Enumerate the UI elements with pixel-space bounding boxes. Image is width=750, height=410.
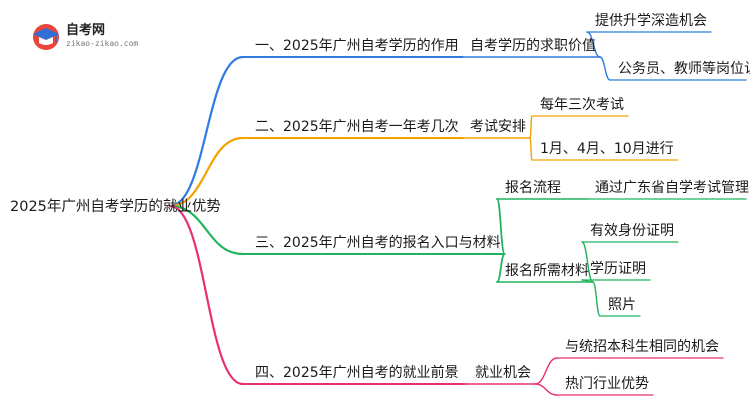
edge-root-to-branch-3 bbox=[168, 204, 245, 256]
edge-sub-2-1-to-leaf-1 bbox=[529, 115, 533, 139]
leaf-4-1-2: 热门行业优势 bbox=[565, 376, 649, 392]
leaf-3-2-1: 有效身份证明 bbox=[590, 223, 674, 239]
edge-branch-3-to-sub-2 bbox=[496, 253, 506, 283]
leaf-4-1-1: 与统招本科生相同的机会 bbox=[565, 339, 719, 355]
branch-1-topic: 一、2025年广州自考学历的作用 bbox=[255, 38, 459, 54]
branch-1-subtopic-1: 自考学历的求职价值 bbox=[470, 38, 596, 54]
branch-4-topic: 四、2025年广州自考的就业前景 bbox=[255, 364, 459, 381]
branch-3-subtopic-2: 报名所需材料 bbox=[505, 263, 589, 279]
edge-sub-4-1-to-leaf-1 bbox=[534, 357, 558, 385]
edge-root-to-branch-2 bbox=[168, 136, 245, 208]
edge-sub-3-2-to-leaf-3 bbox=[592, 281, 601, 317]
branch-2-subtopic-1: 考试安排 bbox=[470, 119, 526, 135]
branch-4-subtopic-1: 就业机会 bbox=[475, 365, 531, 381]
leaf-3-1-1: 通过广东省自学考试管理系统 bbox=[595, 180, 750, 196]
branch-2-topic: 二、2025年广州自考一年考几次 bbox=[255, 119, 459, 135]
site-logo: 自考网 zikao-zikao.com bbox=[33, 22, 138, 50]
edge-sub-1-1-to-leaf-1 bbox=[586, 31, 601, 58]
edge-root-to-branch-1 bbox=[168, 55, 245, 208]
root-topic: 2025年广州自考学历的就业优势 bbox=[10, 198, 221, 215]
leaf-3-2-2: 学历证明 bbox=[590, 261, 646, 277]
edge-sub-4-1-to-leaf-2 bbox=[534, 383, 558, 396]
edge-root-to-branch-4 bbox=[168, 204, 245, 386]
edge-sub-2-1-to-leaf-2 bbox=[529, 137, 533, 161]
leaf-1-1-1: 提供升学深造机会 bbox=[595, 13, 707, 29]
graduation-cap-icon bbox=[33, 24, 59, 50]
leaf-2-1-1: 每年三次考试 bbox=[540, 97, 624, 113]
edge-sub-1-1-to-leaf-2 bbox=[599, 56, 611, 81]
leaf-1-1-2: 公务员、教师等岗位认可 bbox=[618, 60, 750, 77]
logo-subtitle: zikao-zikao.com bbox=[66, 39, 138, 48]
branch-3-subtopic-1: 报名流程 bbox=[505, 180, 561, 196]
leaf-2-1-2: 1月、4月、10月进行 bbox=[540, 141, 674, 157]
edge-branch-3-to-sub-1 bbox=[496, 198, 506, 255]
leaf-3-2-3: 照片 bbox=[608, 297, 636, 313]
branch-3-topic: 三、2025年广州自考的报名入口与材料 bbox=[255, 235, 501, 251]
logo-title: 自考网 bbox=[66, 22, 105, 38]
edge-sub-3-2-to-leaf-1 bbox=[581, 241, 594, 283]
